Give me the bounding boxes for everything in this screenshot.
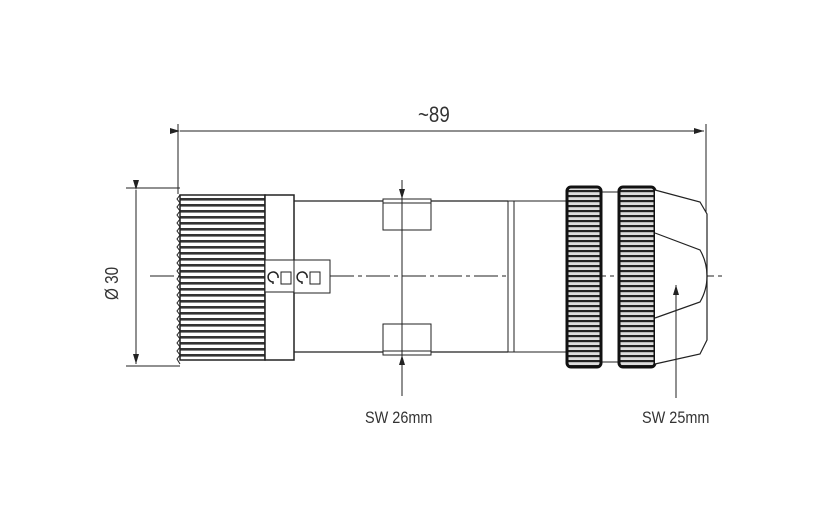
- diameter-dimension-label: Ø 30: [102, 266, 122, 300]
- length-dimension-line: [170, 124, 707, 212]
- length-dimension-label: ~89: [418, 102, 450, 127]
- diameter-dimension-line: [126, 180, 180, 367]
- coupling-nut: [176, 194, 331, 365]
- knurled-rings: [565, 185, 657, 369]
- wrench-size-body-label: SW 26mm: [365, 408, 433, 427]
- cable-cap: [654, 189, 708, 365]
- connector-body: [294, 198, 568, 356]
- wrench-size-cap-label: SW 25mm: [642, 408, 710, 427]
